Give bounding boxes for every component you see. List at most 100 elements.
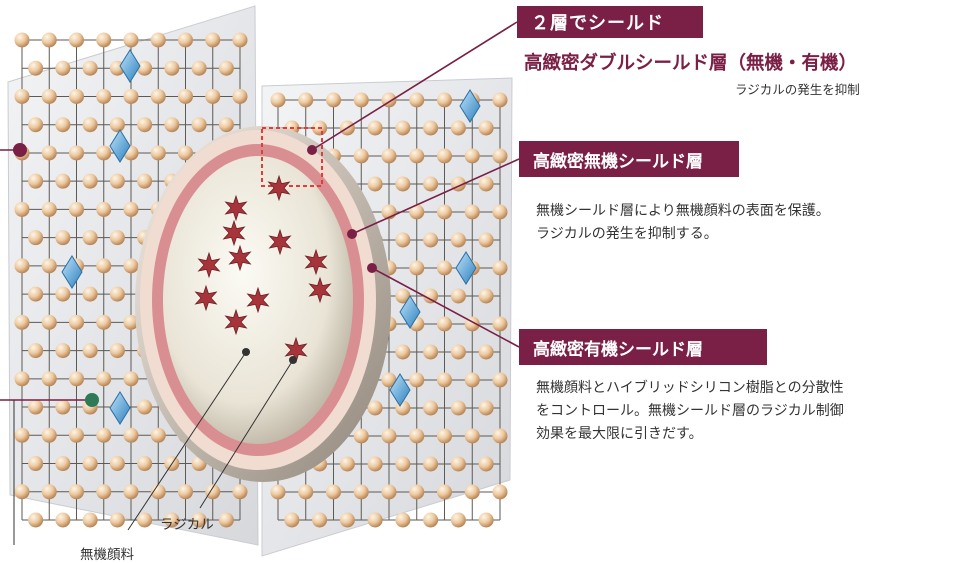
lattice-atom <box>353 428 369 444</box>
lattice-atom <box>409 484 425 500</box>
lattice-atom <box>137 512 153 528</box>
inorganic-shield-description: 無機シールド層により無機顔料の表面を保護。 ラジカルの発生を抑制する。 <box>536 200 956 246</box>
lattice-atom <box>326 484 341 500</box>
lattice-atom <box>109 173 125 189</box>
lattice-atom <box>423 344 439 360</box>
lattice-atom <box>270 484 286 500</box>
lattice-atom <box>123 427 139 443</box>
lattice-atom <box>478 344 494 360</box>
lattice-atom <box>284 512 300 528</box>
lattice-atom <box>137 456 153 472</box>
lattice-atom <box>55 399 71 415</box>
layer-highlight-box <box>261 127 323 187</box>
lattice-atom <box>96 88 112 104</box>
lattice-atom <box>395 232 411 248</box>
lattice-atom <box>55 286 71 302</box>
lattice-atom <box>150 88 166 104</box>
lattice-atom <box>109 230 125 246</box>
leader-lines <box>0 21 520 545</box>
lattice-atom <box>205 88 221 104</box>
lattice-atom <box>14 32 30 48</box>
lattice-atom <box>450 120 466 136</box>
lattice-atom <box>55 173 71 189</box>
lattice-atom <box>437 260 452 276</box>
lattice-atom <box>312 512 328 528</box>
organic-desc-line-2: をコントロール。無機シールド層のラジカル制御 <box>536 403 844 419</box>
lattice-atom <box>232 32 248 48</box>
lattice-atom <box>150 145 166 161</box>
organic-shield-badge: 高緻密有機シールド層 <box>519 329 767 365</box>
lattice-atom <box>123 484 139 500</box>
lattice-atom <box>41 145 57 161</box>
lattice-atom <box>137 117 153 133</box>
lattice-atom <box>450 344 466 360</box>
lattice-atom <box>41 484 57 500</box>
lattice-atom <box>109 343 125 359</box>
lattice-atom <box>69 88 84 104</box>
lattice-atom <box>353 92 369 108</box>
radical-star-icon <box>304 248 328 276</box>
lattice-atom <box>409 148 425 164</box>
lattice-atom <box>96 427 112 443</box>
lattice-atom <box>437 148 452 164</box>
lattice-atom <box>96 484 112 500</box>
radical-star-icon <box>246 286 270 314</box>
radical-label: ラジカル <box>160 517 214 533</box>
lattice-atom <box>464 428 480 444</box>
lattice-atom <box>298 484 314 500</box>
lattice-atom <box>478 400 494 416</box>
lattice-atom <box>69 371 84 387</box>
lattice-atom <box>41 314 57 330</box>
lattice-atom <box>395 120 411 136</box>
radical-star-icon <box>228 244 252 272</box>
lattice-atom <box>423 232 439 248</box>
crystal-icon <box>455 251 477 285</box>
lattice-atom <box>437 316 452 332</box>
lattice-atom <box>164 60 180 76</box>
lattice-atom <box>191 60 207 76</box>
lattice-atom <box>178 88 193 104</box>
lattice-atom <box>96 145 112 161</box>
lattice-atom <box>409 428 425 444</box>
lattice-atom <box>123 88 139 104</box>
lattice-atom <box>205 484 221 500</box>
lattice-atom <box>96 314 112 330</box>
lattice-atom <box>464 204 480 220</box>
lattice-atom <box>96 258 112 274</box>
lattice-atom <box>82 60 98 76</box>
double-shield-title: 高緻密ダブルシールド層（無機・有機） <box>524 53 858 74</box>
lattice-atom <box>137 399 153 415</box>
lattice-atom <box>150 484 166 500</box>
lattice-atom <box>69 201 84 217</box>
lattice-atom <box>82 286 98 302</box>
lattice-atom <box>395 344 411 360</box>
lattice-atom <box>492 316 508 332</box>
lattice-atom <box>367 120 383 136</box>
radical-star-icon <box>268 228 292 256</box>
lattice-atom <box>339 456 355 472</box>
lattice-atom <box>437 484 452 500</box>
lattice-atom <box>450 288 466 304</box>
blue-crystals <box>61 49 481 425</box>
lattice-atom <box>82 343 98 359</box>
lattice-atom <box>41 201 57 217</box>
lattice-atom <box>123 314 139 330</box>
organic-desc-line-3: 効果を最大限に引きだす。 <box>536 426 703 442</box>
lattice-atom <box>137 173 153 189</box>
lattice-atom <box>14 88 30 104</box>
lattice-atom <box>28 343 44 359</box>
radical-star-icon <box>224 308 248 336</box>
lattice-atom <box>123 32 139 48</box>
lattice-atom <box>437 204 452 220</box>
lattice-atom <box>82 230 98 246</box>
radical-star-icon <box>194 284 218 312</box>
lattice-atom <box>478 512 494 528</box>
radical-star-icon <box>222 219 246 247</box>
crystal-icon <box>109 391 131 425</box>
lattice-atom <box>492 148 508 164</box>
lattice-atom <box>409 260 425 276</box>
cross-section-sphere <box>135 126 391 482</box>
lattice-atom <box>82 456 98 472</box>
lattice-atom <box>395 512 411 528</box>
